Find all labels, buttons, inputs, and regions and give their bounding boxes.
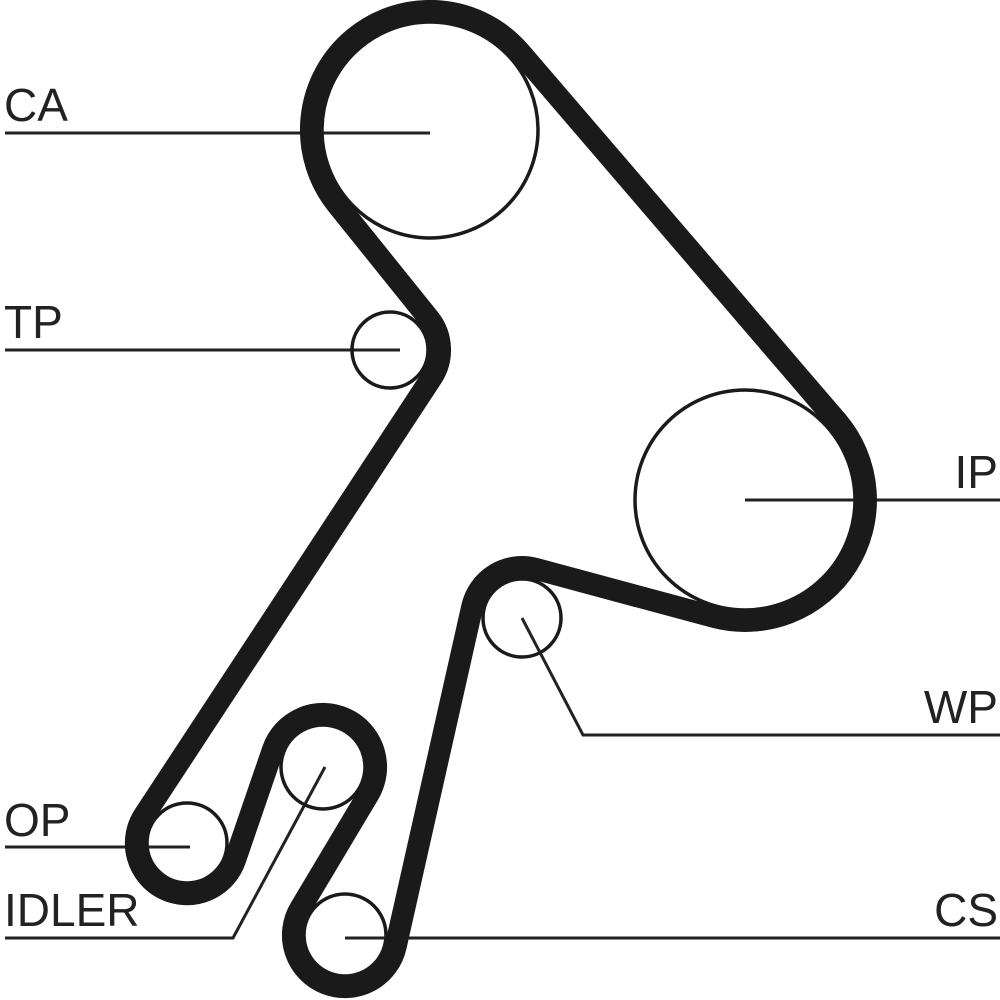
pulley-idler	[279, 723, 367, 811]
label-cs: CS	[934, 884, 998, 936]
pulley-cs	[302, 892, 388, 978]
label-ca: CA	[4, 79, 68, 131]
label-idler: IDLER	[4, 884, 139, 936]
label-wp: WP	[924, 681, 998, 733]
pulley-op	[145, 801, 229, 885]
pulley-tp	[350, 310, 430, 390]
leader-idler	[5, 766, 327, 940]
label-ip: IP	[955, 446, 998, 498]
label-op: OP	[4, 794, 70, 846]
pulley-wp	[481, 577, 563, 659]
label-tp: TP	[4, 296, 63, 348]
leader-wp	[520, 617, 1000, 737]
pulley-ca	[320, 20, 540, 240]
timing-belt	[124, 0, 877, 999]
